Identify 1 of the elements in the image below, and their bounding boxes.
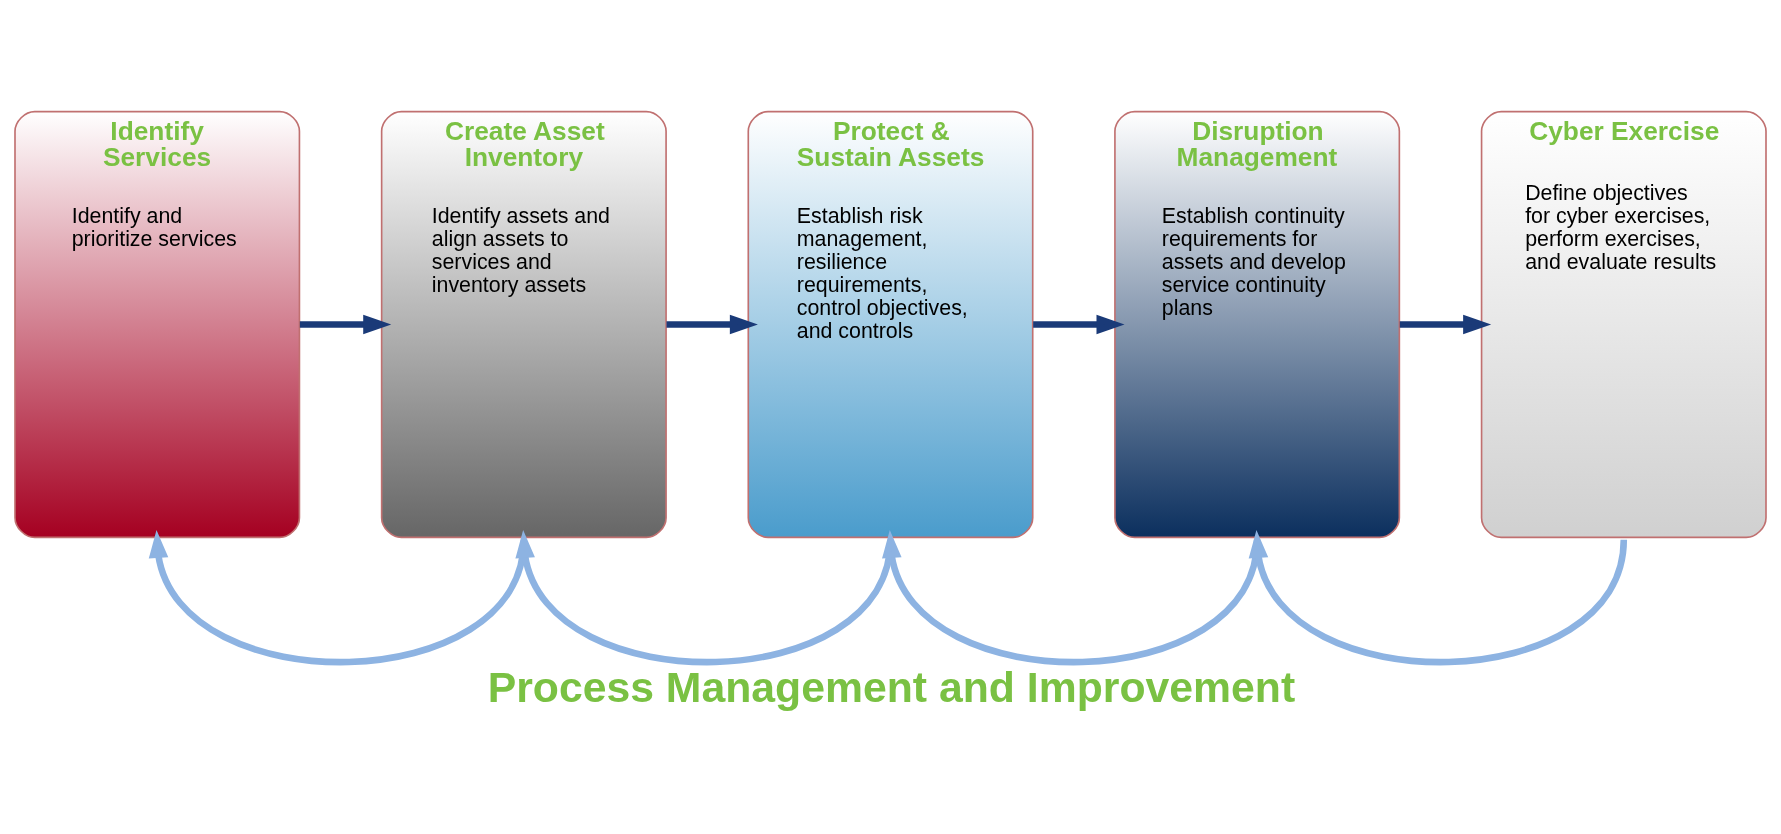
caption: Process Management and Improvement [487, 662, 1296, 711]
